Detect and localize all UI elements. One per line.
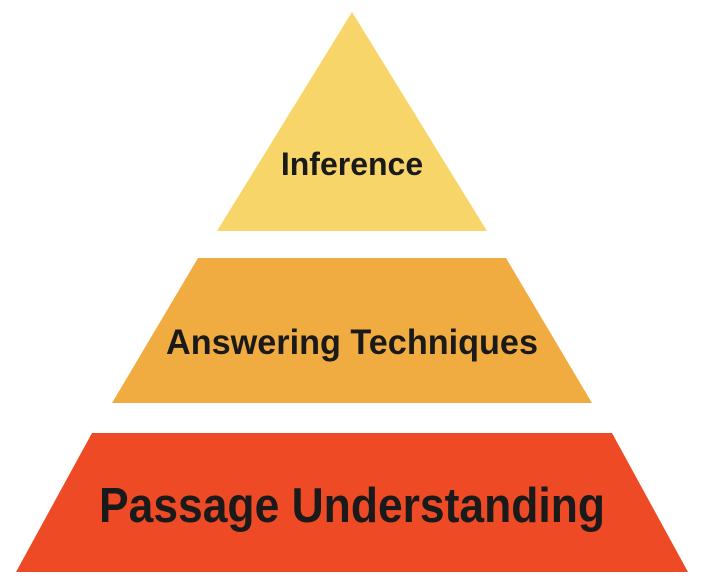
- pyramid-level-top-label: Inference: [281, 146, 423, 182]
- pyramid-level-bottom-shape: [16, 433, 688, 572]
- pyramid-level-middle-label: Answering Techniques: [166, 323, 538, 362]
- pyramid-level-bottom-label: Passage Understanding: [99, 479, 605, 533]
- pyramid-level-middle-shape: [112, 258, 592, 403]
- pyramid-level-top-shape: [217, 12, 487, 231]
